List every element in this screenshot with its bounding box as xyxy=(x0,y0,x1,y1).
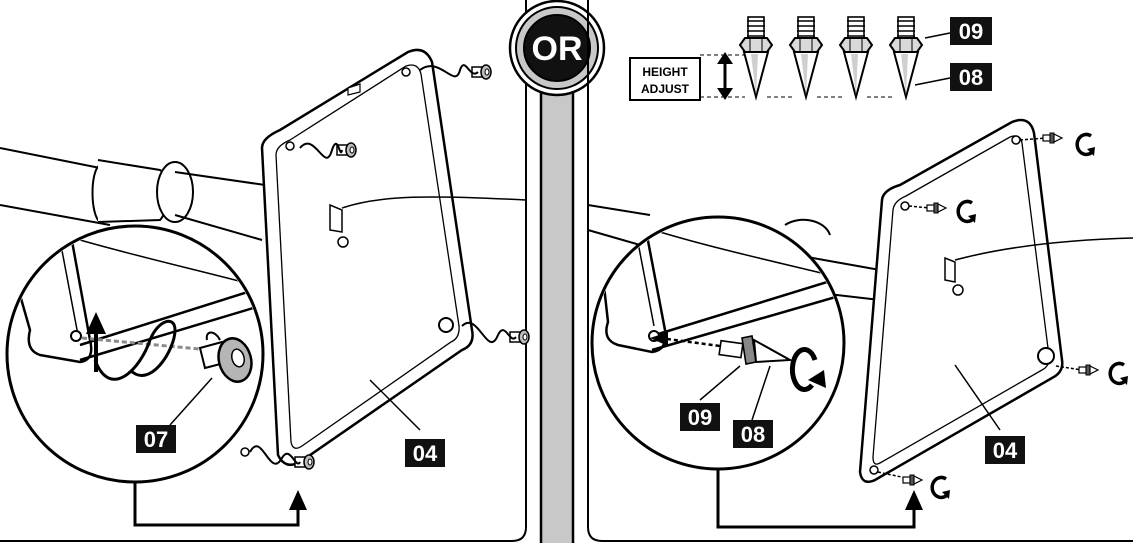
label-07: 07 xyxy=(136,425,176,453)
label-08-bottom-text: 08 xyxy=(741,422,765,447)
label-04-left-text: 04 xyxy=(413,441,438,466)
label-04-right: 04 xyxy=(985,436,1025,464)
label-08-top-text: 08 xyxy=(959,65,983,90)
label-09-top: 09 xyxy=(950,17,992,45)
left-panel: 07 04 xyxy=(0,0,530,542)
label-04-left: 04 xyxy=(405,439,445,467)
speaker-back-panel xyxy=(260,48,474,467)
or-label: OR xyxy=(532,30,583,68)
speaker-back-panel-right xyxy=(858,118,1064,483)
or-divider: OR xyxy=(508,0,606,543)
right-panel: HEIGHT ADJUST 09 08 xyxy=(587,0,1133,542)
label-09-bottom: 09 xyxy=(680,403,720,431)
label-07-text: 07 xyxy=(144,427,168,452)
spike-row: HEIGHT ADJUST 09 08 xyxy=(629,16,992,101)
label-09-top-text: 09 xyxy=(959,19,983,44)
height-adjust-line1: HEIGHT xyxy=(642,65,688,79)
label-09-bottom-text: 09 xyxy=(688,405,712,430)
label-04-right-text: 04 xyxy=(993,438,1018,463)
label-08-top: 08 xyxy=(950,63,992,91)
height-adjust-line2: ADJUST xyxy=(641,82,690,96)
label-08-bottom: 08 xyxy=(733,420,773,448)
